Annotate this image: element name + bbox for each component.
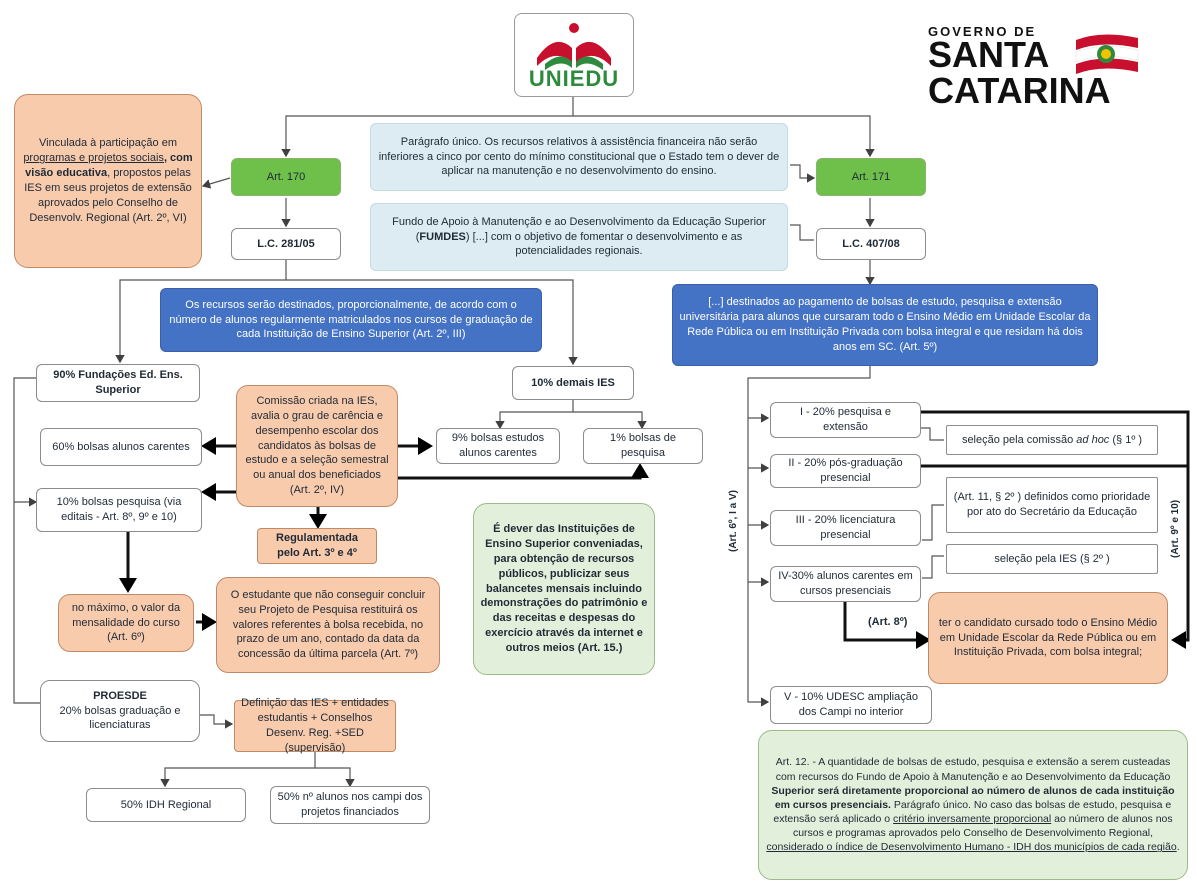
- dever-box: É dever das Instituições de Ensino Super…: [473, 503, 655, 675]
- fundo-text-3: ) [...] com o objetivo de fomentar o des…: [465, 230, 743, 258]
- vinculada-text: Vinculada à participação em programas e …: [21, 136, 195, 225]
- fund90-box: 90% Fundações Ed. Ens. Superior: [36, 364, 200, 402]
- maximo-box: no máximo, o valor da mensalidade do cur…: [58, 594, 194, 652]
- art12-text-4: critério inversamente proporcional: [893, 813, 1052, 826]
- comissao-box: Comissão criada na IES, avalia o grau de…: [236, 385, 398, 507]
- iii20-box: III - 20% licenciatura presencial: [770, 510, 921, 546]
- destinados-bolsas-box: [...] destinados ao pagamento de bolsas …: [672, 284, 1098, 366]
- art170-box: Art. 170: [231, 158, 341, 196]
- vinculada-box: Vinculada à participação em programas e …: [14, 94, 202, 268]
- gov-line1: GOVERNO DE: [928, 24, 1037, 39]
- definicao-box: Definição das IES + entidades estudantis…: [234, 697, 396, 754]
- fundo-text-2: FUMDES: [419, 230, 466, 243]
- selecao-comissao-text: seleção pela comissão ad hoc (§ 1º ): [962, 433, 1142, 448]
- selecao-comissao-text-3: (§ 1º ): [1109, 433, 1143, 446]
- art8-label: (Art. 8º): [868, 616, 908, 628]
- art12-text-1: Art. 12. - A quantidade de bolsas de est…: [775, 756, 1171, 783]
- art11-box: (Art. 11, § 2º ) definidos como priorida…: [946, 477, 1158, 533]
- proesde-title: PROESDE: [93, 689, 147, 702]
- sc-flag-icon: [1075, 34, 1139, 74]
- lc407-box: L.C. 407/08: [816, 228, 926, 260]
- paragrafo-unico-box: Parágrafo único. Os recursos relativos à…: [370, 123, 788, 191]
- v10-box: V - 10% UDESC ampliação dos Campi no int…: [770, 686, 932, 724]
- fundo-box: Fundo de Apoio à Manutenção e ao Desenvo…: [370, 203, 788, 271]
- vinculada-text-2: programas e projetos sociais: [23, 152, 164, 165]
- idh50-box: 50% IDH Regional: [86, 788, 246, 822]
- lc281-box: L.C. 281/05: [231, 228, 341, 260]
- art12-text: Art. 12. - A quantidade de bolsas de est…: [765, 755, 1181, 854]
- demais10-box: 10% demais IES: [512, 366, 634, 400]
- fundo-text: Fundo de Apoio à Manutenção e ao Desenvo…: [377, 215, 781, 260]
- iv30-box: IV-30% alunos carentes em cursos presenc…: [770, 566, 921, 602]
- art12-text-2: Superior será diretamente proporcional a…: [771, 784, 1175, 811]
- estudante-box: O estudante que não conseguir concluir s…: [216, 577, 440, 673]
- art12-text-5: ao número de alunos nos cursos e program…: [792, 813, 1173, 840]
- ii20-box: II - 20% pós-graduação presencial: [770, 454, 921, 488]
- selecao-comissao-text-1: seleção pela comissão: [961, 433, 1077, 446]
- regulamentada-box: Regulamentada pelo Art. 3º e 4º: [257, 528, 377, 564]
- uniedu-logo: UNIEDU: [514, 13, 634, 97]
- vlabel-left: (Art. 6º, I a V): [728, 490, 739, 552]
- selecao-ies-box: seleção pela IES (§ 2º ): [946, 544, 1158, 574]
- art12-text-7: .: [1176, 841, 1180, 854]
- b60-box: 60% bolsas alunos carentes: [40, 428, 202, 466]
- uniedu-wordmark: UNIEDU: [528, 66, 620, 91]
- b10-box: 10% bolsas pesquisa (via editais - Art. …: [36, 488, 202, 532]
- b1-box: 1% bolsas de pesquisa: [583, 428, 703, 464]
- governo-sc-logo: GOVERNO DE SANTA CATARINA: [928, 24, 1143, 116]
- vlabel-right: (Art. 9º e 10): [1170, 499, 1181, 558]
- gov-line2: SANTA: [928, 34, 1050, 75]
- recursos-destinados-box: Os recursos serão destinados, proporcion…: [160, 288, 542, 352]
- alunos50-box: 50% nº alunos nos campi dos projetos fin…: [270, 786, 430, 824]
- selecao-comissao-box: seleção pela comissão ad hoc (§ 1º ): [946, 425, 1158, 455]
- gov-line3: CATARINA: [928, 70, 1111, 111]
- art171-box: Art. 171: [816, 158, 926, 196]
- art12-box: Art. 12. - A quantidade de bolsas de est…: [758, 730, 1188, 880]
- proesde-box: PROESDE 20% bolsas graduação e licenciat…: [40, 680, 200, 742]
- fundo-text-1: Fundo de Apoio à Manutenção e ao Desenvo…: [392, 215, 766, 243]
- art12-text-6: considerado o índice de Desenvolvimento …: [766, 841, 1177, 854]
- art12-text-3: Parágrafo único. No caso das bolsas de e…: [773, 798, 1172, 826]
- vinculada-text-1: Vinculada à participação em: [39, 137, 177, 150]
- i20-box: I - 20% pesquisa e extensão: [770, 402, 921, 438]
- proesde-text: 20% bolsas graduação e licenciaturas: [59, 704, 181, 732]
- vinculada-text-4: , propostos pelas IES em seus projetos d…: [24, 167, 192, 224]
- uniedu-emblem-icon: [537, 23, 611, 70]
- vinculada-text-3: , com visão educativa: [25, 152, 193, 180]
- b9-box: 9% bolsas estudos alunos carentes: [436, 428, 560, 464]
- ter-candidato-box: ter o candidato cursado todo o Ensino Mé…: [928, 592, 1168, 684]
- selecao-comissao-text-2: ad hoc: [1076, 433, 1110, 446]
